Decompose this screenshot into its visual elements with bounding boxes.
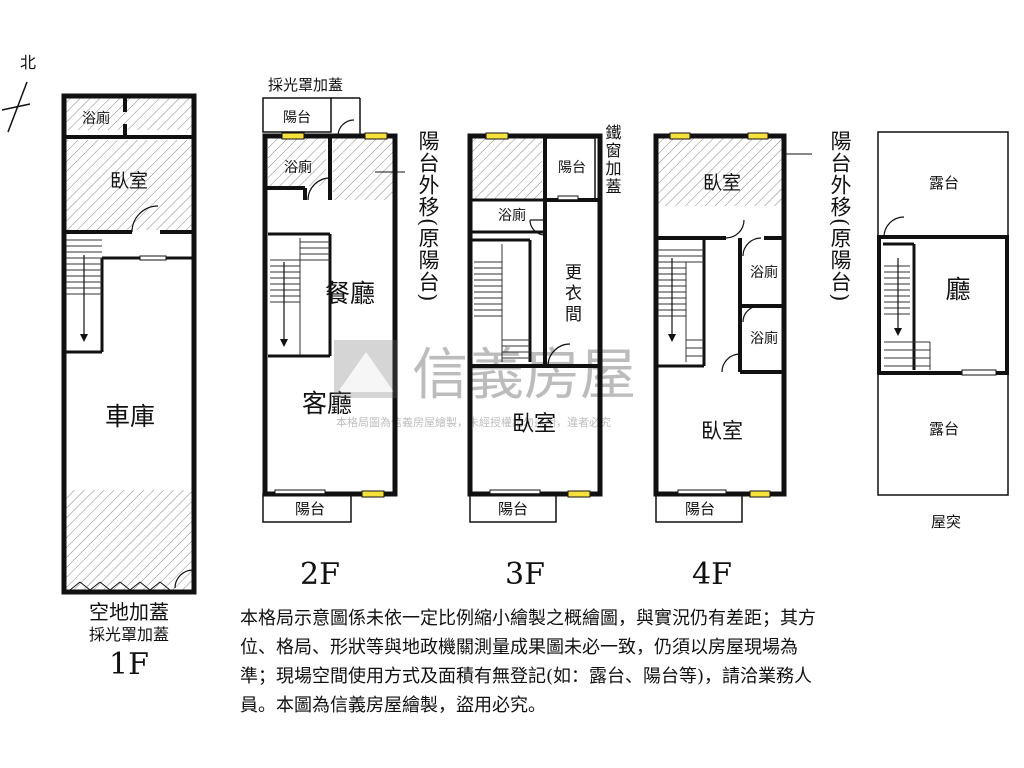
floor-label-2f: 2F <box>300 557 340 592</box>
disclaimer-line: 位、格局、形狀等與地政機關測量成果圖未必一致，仍須以房屋現場為 <box>240 637 798 658</box>
disclaimer-line: 準；現場空間使用方式及面積有無登記(如：露台、陽台等)，請洽業務人 <box>240 666 813 687</box>
floor-label-4f: 4F <box>692 557 732 592</box>
note-4f-balcony-moved: 陽台外移(原陽台) <box>828 130 852 302</box>
room-balcony-top: 陽台 <box>283 110 311 126</box>
note-2f-balcony-moved: 陽台外移(原陽台) <box>416 130 440 302</box>
disclaimer: 本格局示意圖係未依一定比例縮小繪製之概繪圖，與實況仍有差距；其方 位、格局、形狀… <box>240 604 1000 720</box>
floor-roof: 露台 廳 露台 屋突 <box>877 131 1009 531</box>
room-bath-2: 浴廁 <box>750 330 778 347</box>
room-hall: 廳 <box>945 275 970 304</box>
room-balcony-top: 陽台 <box>558 160 586 176</box>
room-bath: 浴廁 <box>498 207 526 224</box>
floor-4f: 臥室 浴廁 浴廁 臥室 陽台 陽台外移(原陽台) 4F <box>653 130 852 592</box>
disclaimer-line: 本格局示意圖係未依一定比例縮小繪製之概繪圖，與實況仍有差距；其方 <box>240 608 816 629</box>
room-bath: 浴廁 <box>284 159 312 176</box>
floor-label-1f: 1F <box>109 647 149 682</box>
room-bedroom: 臥室 <box>110 170 148 192</box>
note-empty-lot: 空地加蓋 <box>89 600 169 624</box>
disclaimer-line: 員。本圖為信義房屋繪製，盜用必究。 <box>240 695 546 716</box>
floor-label-roof: 屋突 <box>931 513 961 531</box>
room-living: 客廳 <box>302 389 352 418</box>
room-balcony-bottom: 陽台 <box>685 500 715 518</box>
room-terrace-bottom: 露台 <box>929 420 959 438</box>
watermark: 信義房屋 本格局圖為信義房屋繪製，未經授權請勿盜用，違者必究 <box>334 340 636 429</box>
floor-1f: 浴廁 臥室 車庫 空地加蓋 採光罩加蓋 1F <box>61 93 197 682</box>
room-bedroom-bottom: 臥室 <box>701 419 743 443</box>
room-balcony-bottom: 陽台 <box>498 500 528 518</box>
watermark-brand: 信義房屋 <box>412 343 636 408</box>
note-2f-skylight: 採光罩加蓋 <box>268 76 343 94</box>
watermark-fine-print: 本格局圖為信義房屋繪製，未經授權請勿盜用，違者必究 <box>336 415 611 429</box>
note-3f-window-cover: 鐵窗加蓋 <box>603 123 622 196</box>
room-balcony-bottom: 陽台 <box>295 500 325 518</box>
floor-3f: 陽台 浴廁 更衣間 臥室 陽台 鐵窗加蓋 3F <box>467 123 622 592</box>
room-bath: 浴廁 <box>82 110 110 127</box>
compass-label: 北 <box>20 53 36 72</box>
room-terrace-top: 露台 <box>929 174 959 192</box>
floor-2f: 採光罩加蓋 陽台 浴廁 餐廳 客廳 <box>262 76 440 592</box>
room-dining: 餐廳 <box>325 279 375 308</box>
room-bath-1: 浴廁 <box>750 264 778 281</box>
room-bedroom: 臥室 <box>512 412 556 437</box>
north-compass: 北 <box>1 53 36 133</box>
note-skylight: 採光罩加蓋 <box>89 625 169 644</box>
room-bedroom-top: 臥室 <box>703 172 741 194</box>
room-garage: 車庫 <box>105 402 155 431</box>
brand-logo-icon <box>334 340 398 398</box>
room-closet: 更衣間 <box>561 263 582 326</box>
floor-label-3f: 3F <box>505 557 545 592</box>
